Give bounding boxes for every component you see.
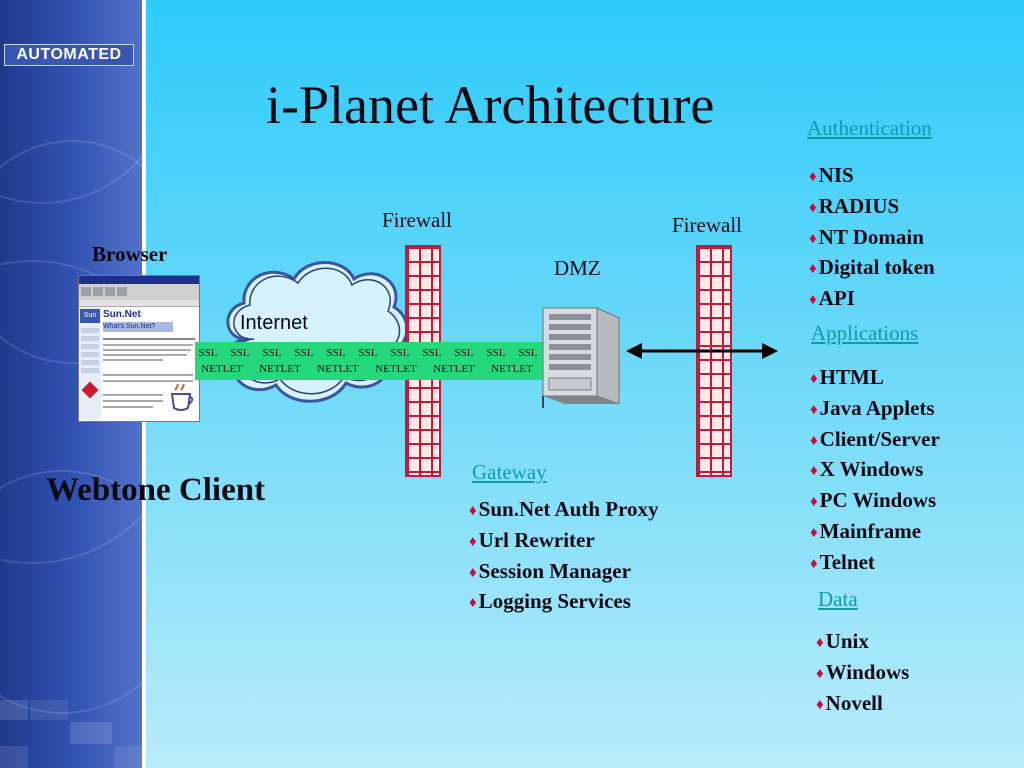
list-item: ♦Session Manager — [469, 556, 659, 587]
diamond-bullet-icon: ♦ — [469, 503, 477, 519]
tunnel-netlet: NETLET — [317, 363, 359, 375]
list-item: ♦X Windows — [810, 454, 940, 485]
diamond-bullet-icon: ♦ — [816, 665, 824, 682]
diamond-bullet-icon: ♦ — [469, 595, 477, 612]
applications-list: ♦HTML ♦Java Applets ♦Client/Server ♦X Wi… — [810, 362, 940, 578]
tunnel-ssl: SSL — [486, 347, 506, 359]
list-item: ♦Digital token — [809, 252, 935, 283]
tunnel-netlet: NETLET — [259, 363, 301, 375]
list-item: ♦NIS — [809, 160, 935, 191]
list-item: ♦RADIUS — [809, 191, 935, 222]
diamond-bullet-icon: ♦ — [810, 371, 818, 387]
tunnel-ssl: SSL — [390, 347, 410, 359]
list-item: ♦API — [809, 283, 935, 314]
diamond-bullet-icon: ♦ — [809, 230, 817, 247]
dmz-label: DMZ — [554, 256, 601, 280]
list-item: ♦HTML — [810, 362, 940, 393]
diamond-bullet-icon: ♦ — [469, 564, 477, 581]
diamond-bullet-icon: ♦ — [810, 463, 818, 480]
tunnel-ssl: SSL — [326, 347, 346, 359]
internet-cloud: Internet — [226, 261, 409, 403]
tunnel-ssl: SSL — [518, 347, 538, 359]
firewall-left-label: Firewall — [382, 208, 452, 232]
diamond-bullet-icon: ♦ — [810, 401, 818, 418]
firewall-right — [696, 245, 732, 477]
data-list: ♦Unix ♦Windows ♦Novell — [816, 626, 909, 718]
list-item: ♦Novell — [816, 688, 909, 719]
diamond-bullet-icon: ♦ — [810, 432, 818, 449]
diamond-bullet-icon: ♦ — [809, 292, 817, 309]
java-cup-icon — [169, 381, 195, 412]
list-item: ♦Mainframe — [810, 516, 940, 547]
firewall-right-label: Firewall — [672, 213, 742, 237]
diamond-bullet-icon: ♦ — [809, 261, 817, 278]
list-item: ♦Windows — [816, 657, 909, 688]
automated-logo: AUTOMATED — [4, 44, 134, 66]
list-item: ♦Sun.Net Auth Proxy — [469, 494, 659, 525]
site-banner: What's Sun.Net? — [103, 322, 173, 332]
list-item: ♦Client/Server — [810, 424, 940, 455]
list-item: ♦NT Domain — [809, 222, 935, 253]
applications-heading: Applications — [811, 321, 919, 345]
diamond-bullet-icon: ♦ — [816, 635, 824, 651]
tunnel-netlet: NETLET — [433, 363, 475, 375]
list-item: ♦Telnet — [810, 547, 940, 578]
tunnel-ssl: SSL — [262, 347, 282, 359]
tunnel-ssl: SSL — [294, 347, 314, 359]
internet-label: Internet — [240, 312, 308, 334]
gateway-server-icon — [542, 307, 620, 408]
tunnel-ssl: SSL — [230, 347, 250, 359]
gateway-list: ♦Sun.Net Auth Proxy ♦Url Rewriter ♦Sessi… — [469, 494, 659, 617]
diamond-bullet-icon: ♦ — [809, 199, 817, 216]
browser-label: Browser — [92, 242, 168, 266]
tunnel-ssl: SSL — [358, 347, 378, 359]
diamond-bullet-icon: ♦ — [810, 555, 818, 572]
authentication-list: ♦NIS ♦RADIUS ♦NT Domain ♦Digital token ♦… — [809, 160, 935, 314]
tunnel-netlet: NETLET — [375, 363, 417, 375]
list-item: ♦PC Windows — [810, 485, 940, 516]
diamond-bullet-icon: ♦ — [810, 494, 818, 511]
list-item: ♦Java Applets — [810, 393, 940, 424]
list-item: ♦Unix — [816, 626, 909, 657]
site-title: Sun.Net — [103, 309, 141, 320]
data-heading: Data — [818, 587, 858, 611]
slide-title: i-Planet Architecture — [266, 75, 715, 135]
diamond-bullet-icon: ♦ — [816, 696, 824, 713]
list-item: ♦Url Rewriter — [469, 525, 659, 556]
browser-window-image: Sun Sun.Net What's Sun.Net? — [78, 275, 200, 422]
connection-arrow — [626, 343, 778, 359]
tunnel-ssl: SSL — [422, 347, 442, 359]
tunnel-ssl: SSL — [454, 347, 474, 359]
list-item: ♦Logging Services — [469, 586, 659, 617]
ssl-netlet-tunnel: SSL SSL SSL SSL SSL SSL SSL SSL SSL SSL … — [195, 342, 547, 380]
tunnel-ssl: SSL — [198, 347, 218, 359]
gateway-heading: Gateway — [472, 460, 547, 484]
diamond-bullet-icon: ♦ — [809, 169, 817, 185]
webtone-client-label: Webtone Client — [46, 472, 266, 508]
tunnel-netlet: NETLET — [201, 363, 243, 375]
tunnel-netlet: NETLET — [491, 363, 533, 375]
sun-logo-icon: Sun — [80, 309, 100, 323]
authentication-heading: Authentication — [807, 116, 932, 140]
diamond-bullet-icon: ♦ — [469, 533, 477, 550]
diamond-bullet-icon: ♦ — [810, 524, 818, 541]
